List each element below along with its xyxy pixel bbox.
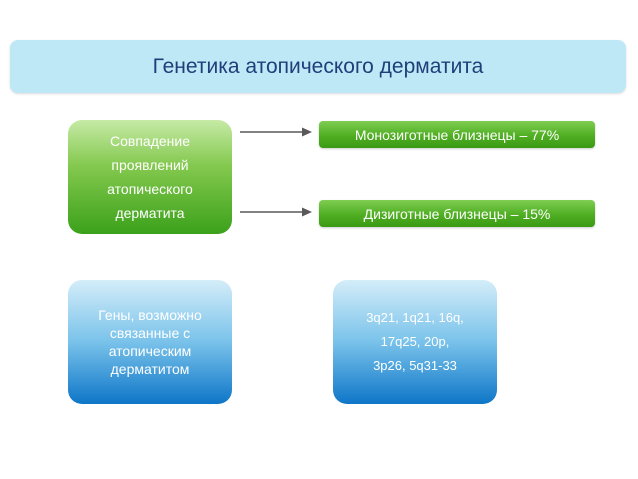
concordance-line: Совпадение — [110, 133, 190, 149]
title-banner: Генетика атопического дерматита — [10, 40, 626, 93]
arrow-to-monozygotic — [240, 127, 312, 137]
loci-box: 3q21, 1q21, 16q, 17q25, 20p, 3p26, 5q31-… — [333, 280, 497, 404]
loci-line: 3p26, 5q31-33 — [373, 358, 457, 373]
genes-line: связанные с — [109, 325, 191, 341]
concordance-line: атопического — [107, 181, 193, 197]
loci-line: 3q21, 1q21, 16q, — [366, 310, 464, 325]
loci-line: 17q25, 20p, — [380, 334, 450, 349]
concordance-line: дерматита — [115, 205, 185, 221]
genes-box: Гены, возможно связанные с атопическим д… — [68, 280, 232, 404]
page-title: Генетика атопического дерматита — [152, 54, 484, 78]
genes-line: Гены, возможно — [98, 307, 202, 323]
genes-line: атопическим — [108, 343, 192, 359]
arrow-to-dizygotic — [240, 207, 312, 217]
dizygotic-text: Дизиготные близнецы – 15% — [363, 205, 551, 222]
dizygotic-twins-label: Дизиготные близнецы – 15% — [319, 200, 595, 227]
concordance-line: проявлений — [111, 157, 189, 173]
genes-line: дерматитом — [110, 361, 190, 377]
concordance-box: Совпадение проявлений атопического дерма… — [68, 120, 232, 234]
monozygotic-text: Монозиготные близнецы – 77% — [354, 126, 560, 143]
monozygotic-twins-label: Монозиготные близнецы – 77% — [319, 121, 595, 148]
